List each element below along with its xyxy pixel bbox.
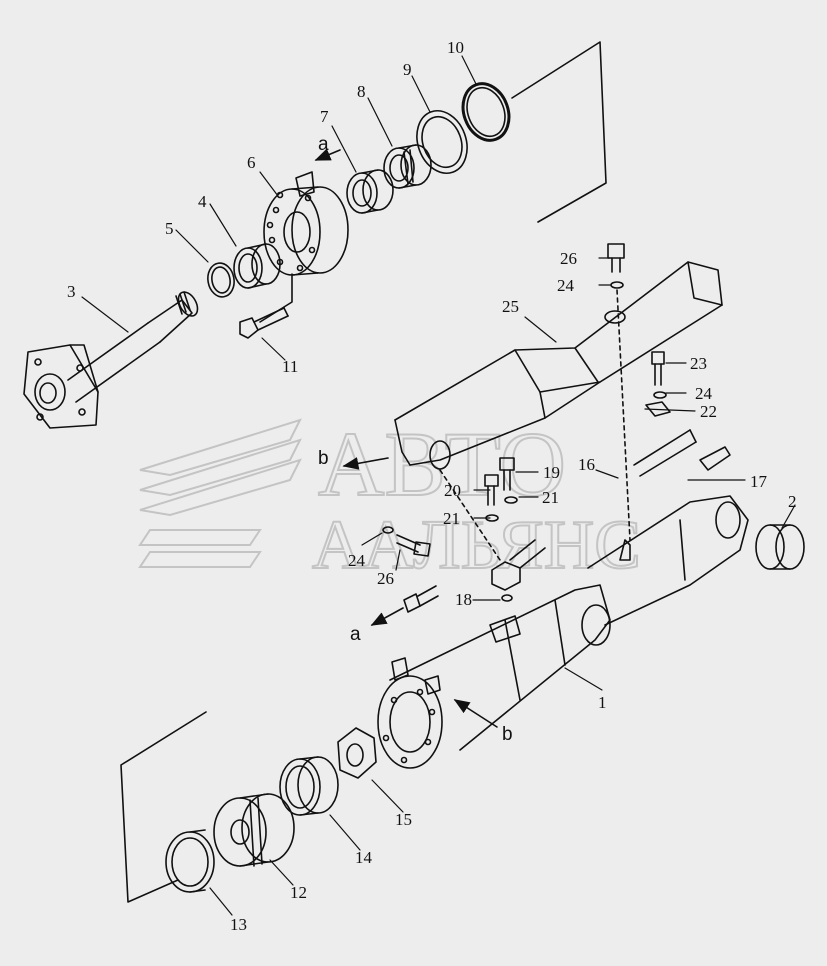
piston-part-12 — [213, 793, 295, 867]
arrow-b-left — [342, 457, 389, 470]
label-part-4: 4 — [198, 192, 207, 211]
label-part-14: 14 — [355, 848, 373, 867]
label-part-16: 16 — [578, 455, 595, 474]
bearing-part-8 — [383, 144, 432, 189]
shaft-flange-part — [23, 291, 199, 429]
bolt-part-26-left — [396, 534, 431, 557]
rod-part-17 — [633, 429, 731, 477]
ring-part-9 — [416, 110, 468, 174]
bracket-guide-bottom — [120, 711, 207, 903]
label-part-26-top: 26 — [560, 249, 577, 268]
bolt-part-23 — [651, 351, 665, 386]
part-labels: 1 2 3 4 5 6 7 8 9 10 11 12 13 14 15 16 1… — [67, 38, 797, 934]
label-part-17: 17 — [750, 472, 768, 491]
bracket-part-16 — [491, 539, 546, 591]
label-part-13: 13 — [230, 915, 247, 934]
bolt-part-26-top — [607, 243, 625, 273]
o-ring-part-10 — [461, 82, 511, 142]
marker-b-left: b — [318, 448, 329, 469]
watermark-text-2: ААЛЬЯНС — [312, 507, 641, 584]
bushing-part — [233, 243, 281, 289]
label-part-20: 20 — [444, 481, 461, 500]
label-part-7: 7 — [320, 107, 329, 126]
marker-a-left: a — [350, 624, 361, 645]
label-part-8: 8 — [357, 82, 366, 101]
label-part-21-left: 21 — [443, 509, 460, 528]
watermark-logo — [138, 418, 302, 568]
snap-ring-part — [207, 262, 235, 298]
plate-part-22 — [645, 401, 671, 417]
label-part-6: 6 — [247, 153, 256, 172]
arrow-b-right — [453, 699, 498, 728]
marker-a-top: a — [318, 134, 329, 155]
label-part-24-left: 24 — [348, 551, 366, 570]
label-part-26-left: 26 — [377, 569, 394, 588]
alignment-dashed-line — [616, 289, 631, 541]
label-part-3: 3 — [67, 282, 76, 301]
pin-sleeve-part — [755, 524, 805, 570]
label-part-2: 2 — [788, 492, 797, 511]
label-part-5: 5 — [165, 219, 174, 238]
label-part-23: 23 — [690, 354, 707, 373]
leader-lines — [81, 55, 796, 916]
o-ring-part-18 — [501, 594, 513, 602]
washer-part-21-right — [504, 496, 518, 504]
cylinder-part-1 — [377, 495, 749, 769]
label-part-15: 15 — [395, 810, 412, 829]
bolt-part-20 — [484, 474, 499, 506]
label-part-24-top: 24 — [557, 276, 575, 295]
elbow-fitting — [403, 585, 439, 613]
nut-part-15 — [337, 727, 377, 779]
bolt-part-19 — [499, 457, 515, 491]
label-part-22: 22 — [700, 402, 717, 421]
label-part-25: 25 — [502, 297, 519, 316]
marker-b-right: b — [502, 724, 513, 745]
washer-part-24-right — [653, 391, 667, 399]
bracket-guide-top — [511, 41, 607, 223]
label-part-1: 1 — [598, 693, 607, 712]
seal-part-7 — [346, 169, 394, 214]
label-part-24-right: 24 — [695, 384, 713, 403]
ring-part-14 — [279, 756, 339, 816]
label-part-18: 18 — [455, 590, 472, 609]
label-part-11: 11 — [282, 357, 298, 376]
washer-part-24-top — [610, 281, 624, 289]
label-part-10: 10 — [447, 38, 464, 57]
seal-part-13 — [165, 829, 215, 893]
arrow-a-top — [314, 148, 341, 161]
alignment-dashed-line-2 — [439, 469, 501, 561]
label-part-21-right: 21 — [542, 488, 559, 507]
label-part-12: 12 — [290, 883, 307, 902]
arm-part-25 — [394, 261, 723, 470]
washer-part-24-left — [382, 526, 394, 534]
label-part-19: 19 — [543, 463, 560, 482]
bolt-part-11 — [239, 307, 289, 339]
arrow-a-left — [370, 607, 404, 626]
label-part-9: 9 — [403, 60, 412, 79]
